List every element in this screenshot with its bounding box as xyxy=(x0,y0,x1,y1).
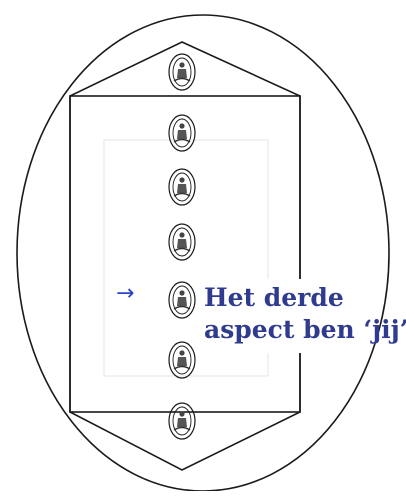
label-box: Het derde aspect ben ‘jij’ xyxy=(196,279,406,353)
seated-figure-icon xyxy=(168,114,196,152)
seated-figure-icon xyxy=(168,281,196,319)
seated-figure-icon xyxy=(168,402,196,440)
label-line-2: aspect ben ‘jij’ xyxy=(204,315,406,344)
outer-oval xyxy=(16,14,390,492)
inner-rectangle xyxy=(69,95,301,413)
right-arrow-icon: → xyxy=(116,281,135,306)
label-line-1: Het derde xyxy=(204,283,344,312)
seated-figure-icon xyxy=(168,53,196,91)
seated-figure-icon xyxy=(168,341,196,379)
seated-figure-icon xyxy=(168,168,196,206)
seated-figure-icon xyxy=(168,223,196,261)
seated-figures-column xyxy=(168,53,196,440)
